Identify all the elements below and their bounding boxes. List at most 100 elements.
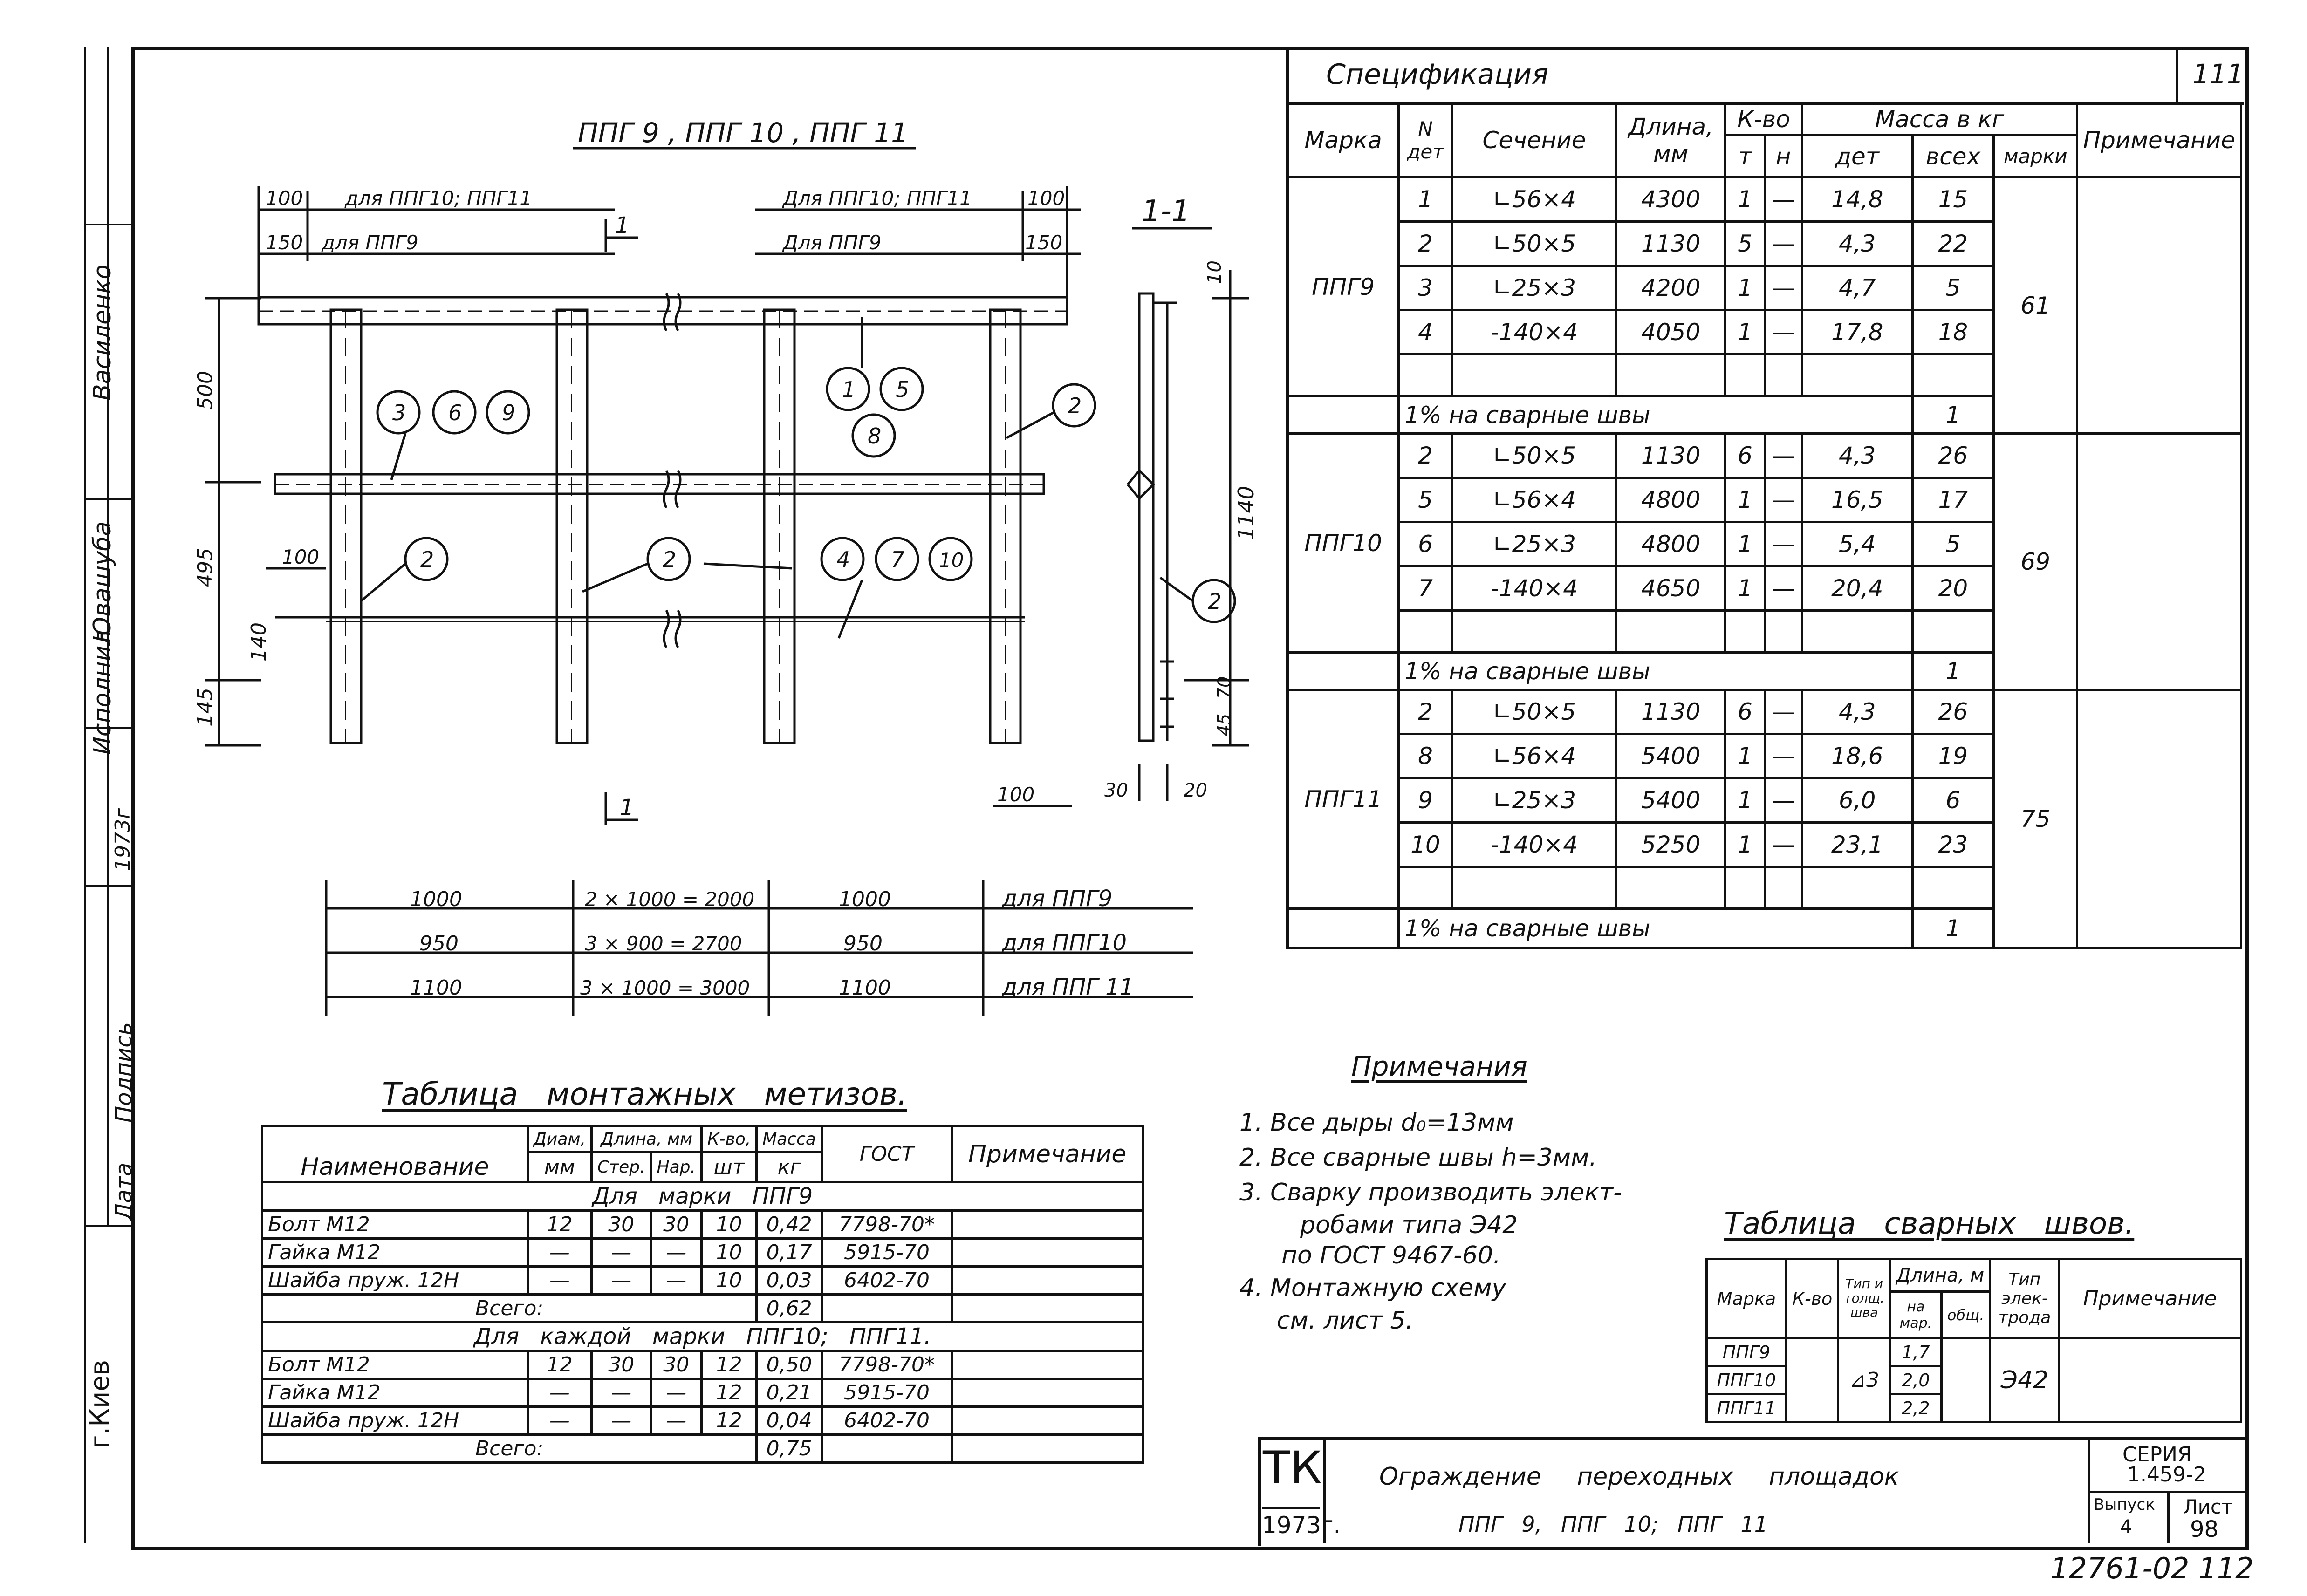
spec-h-marki: марки — [1992, 134, 2079, 178]
dim-1140: 1140 — [1233, 486, 1259, 540]
dim-top-left-b: 150 — [266, 231, 303, 254]
weld-obsh — [1940, 1337, 1992, 1423]
dim-top-left-a: 100 — [266, 187, 303, 210]
note-line: 2. Все сварные швы h=3мм. — [1239, 1144, 1597, 1172]
spec-title-bar: Спецификация — [1286, 47, 2244, 105]
hw-cell: 5915-70 — [820, 1237, 953, 1268]
hw-cell: Гайка М12 — [261, 1378, 529, 1408]
hardware-table: Наименование Диам, Длина, мм К-во, Масса… — [260, 1125, 1144, 1464]
margin-divider — [84, 224, 131, 225]
dim-100-bottom: 100 — [997, 783, 1034, 806]
hw-cell: — — [590, 1237, 652, 1268]
spec-cell: 6 — [1724, 689, 1766, 735]
series-value: 1.459-2 — [2127, 1463, 2206, 1487]
spec-h-length: Длина, мм — [1615, 102, 1727, 178]
hw-cell: 7798-70* — [820, 1350, 953, 1380]
section-marker-bottom: 1 — [620, 795, 634, 821]
dim-top-right-a-label: Для ППГ10; ППГ11 — [782, 187, 972, 210]
spec-cell: 1 — [1724, 733, 1766, 779]
margin-divider — [84, 727, 131, 729]
weld-h-marka: Марка — [1705, 1258, 1787, 1339]
hw-cell: Болт М12 — [261, 1209, 529, 1240]
spec-cell: 4 — [1397, 309, 1453, 355]
spec-cell: 18,6 — [1800, 733, 1914, 779]
spec-table: Марка N дет Сечение Длина, мм К-во Масса… — [1286, 102, 2242, 949]
dim-140: 140 — [247, 622, 271, 662]
hw-h-note: Примечание — [951, 1125, 1144, 1183]
bubble-1: 1 — [842, 377, 856, 402]
bubble-9: 9 — [502, 400, 515, 425]
hw-cell: — — [526, 1265, 593, 1296]
weld-h-type: Тип и толщ. шва — [1837, 1258, 1891, 1339]
bubble-2-section: 2 — [1208, 589, 1221, 614]
spec-cell: — — [1763, 477, 1803, 523]
hw-h-mass: Масса — [755, 1125, 823, 1153]
margin-surname: Василенко — [89, 264, 116, 401]
spec-cell: ∟56×4 — [1451, 176, 1618, 223]
dim-row2-d: для ППГ10 — [1001, 930, 1127, 956]
spec-cell: 1 — [1724, 477, 1766, 523]
spec-cell: 4800 — [1615, 521, 1727, 567]
hw-cell: 12 — [700, 1405, 758, 1436]
hw-cell: 6402-70 — [820, 1265, 953, 1296]
section-title: 1-1 — [1142, 194, 1191, 229]
spec-cell: ∟50×5 — [1451, 220, 1618, 267]
hw-cell: — — [590, 1378, 652, 1408]
bubble-6: 6 — [448, 400, 462, 425]
hw-cell: Гайка М12 — [261, 1237, 529, 1268]
weld-h-na-mar: на мар. — [1889, 1290, 1943, 1339]
hw-cell: — — [526, 1378, 593, 1408]
spec-cell: 1 — [1724, 309, 1766, 355]
dim-row1-a: 1000 — [410, 887, 462, 911]
dim-row2-a: 950 — [419, 932, 459, 955]
series-divider-v — [2167, 1491, 2170, 1543]
hw-cell: 30 — [590, 1350, 652, 1380]
spec-weld-val: 1 — [1911, 651, 1995, 691]
left-margin-stamp — [84, 47, 134, 1543]
spec-cell: — — [1763, 777, 1803, 824]
hw-cell: 10 — [700, 1209, 758, 1240]
spec-cell: 14,8 — [1800, 176, 1914, 223]
drawing-name-line2: ППГ 9, ППГ 10; ППГ 11 — [1458, 1512, 1768, 1537]
weld-qty — [1785, 1337, 1840, 1423]
spec-cell: 2 — [1397, 432, 1453, 479]
spec-cell: 3 — [1397, 265, 1453, 311]
spec-cell: -140×4 — [1451, 821, 1618, 868]
hw-cell: 6402-70 — [820, 1405, 953, 1436]
dim-500: 500 — [193, 371, 217, 410]
spec-h-n: н — [1763, 134, 1803, 178]
spec-cell: 5 — [1724, 220, 1766, 267]
note-line: по ГОСТ 9467-60. — [1281, 1241, 1501, 1269]
hw-cell: — — [590, 1265, 652, 1296]
notes-title: Примечания — [1351, 1050, 1527, 1082]
bubble-4: 4 — [836, 547, 850, 572]
hw-note-cell — [951, 1209, 1144, 1240]
margin-signature: Ювашуба — [89, 521, 116, 643]
hw-group2-label: Для каждой марки ППГ10; ППГ11. — [261, 1321, 1144, 1352]
weld-electrode: Э42 — [1989, 1337, 2061, 1423]
spec-cell: 5400 — [1615, 777, 1727, 824]
hw-cell: 0,03 — [755, 1265, 823, 1296]
dim-top-right-b: 150 — [1025, 231, 1062, 254]
dim-10: 10 — [1204, 260, 1225, 284]
hw-cell: 0,04 — [755, 1405, 823, 1436]
spec-cell: 6 — [1397, 521, 1453, 567]
weld-h-length: Длина, м — [1889, 1258, 1992, 1293]
note-line: 3. Сварку производить элект- — [1239, 1179, 1622, 1207]
hw-note-cell — [951, 1350, 1144, 1380]
weld-len: 2,2 — [1889, 1393, 1943, 1423]
hw-group2-total: 0,75 — [755, 1433, 823, 1464]
hw-cell: 12 — [526, 1350, 593, 1380]
bubble-10: 10 — [939, 549, 964, 572]
spec-cell: 4,3 — [1800, 432, 1914, 479]
spec-cell: 5,4 — [1800, 521, 1914, 567]
note-line: см. лист 5. — [1277, 1307, 1413, 1335]
vypusk-value: 4 — [2120, 1516, 2132, 1538]
hw-group1-total: 0,62 — [755, 1293, 823, 1323]
spec-cell: 1 — [1724, 265, 1766, 311]
spec-cell: 6,0 — [1800, 777, 1914, 824]
weld-mark: ППГ11 — [1705, 1393, 1787, 1423]
hw-cell: 7798-70* — [820, 1209, 953, 1240]
weld-len: 2,0 — [1889, 1365, 1943, 1395]
spec-cell: ∟50×5 — [1451, 432, 1618, 479]
